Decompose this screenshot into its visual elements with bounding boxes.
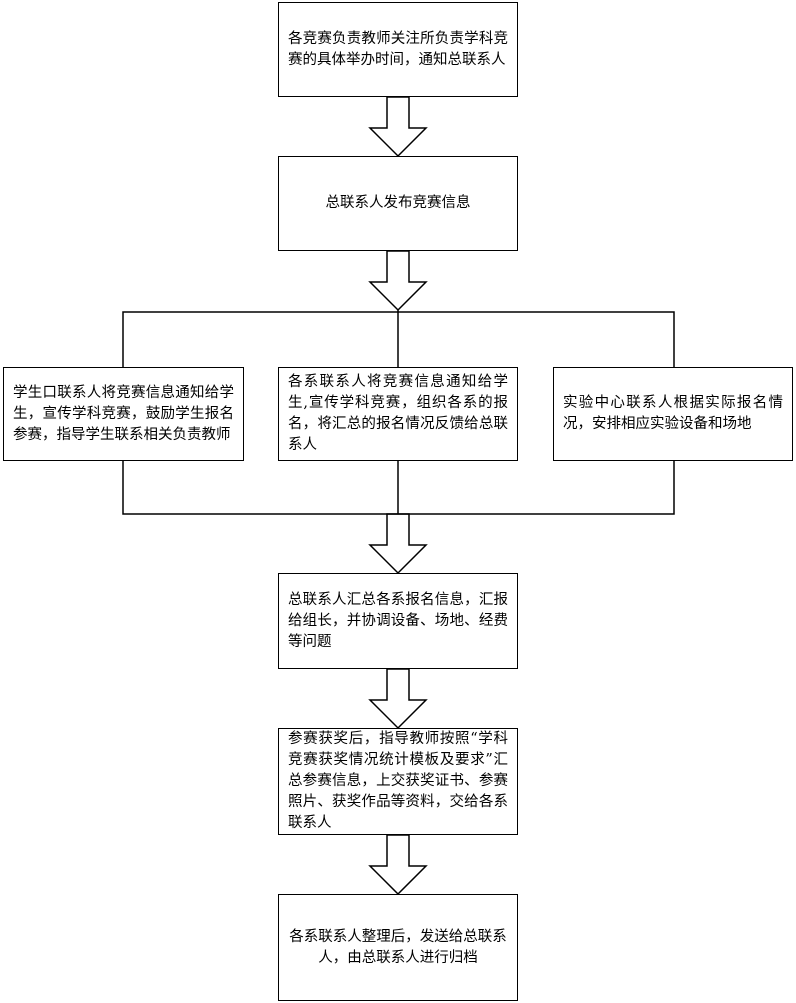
step-archive-text: 各系联系人整理后，发送给总联系人，由总联系人进行归档	[289, 928, 507, 966]
down-arrow-3	[368, 513, 428, 575]
down-arrow-1	[368, 96, 428, 158]
branch-student-contact-text: 学生口联系人将竞赛信息通知给学生，宣传学科竞赛，鼓励学生报名参赛，指导学生联系相…	[13, 384, 234, 443]
step-summarize-box: 总联系人汇总各系报名信息，汇报给组长，并协调设备、场地、经费等问题	[278, 573, 518, 669]
step-notify-box: 各竞赛负责教师关注所负责学科竞赛的具体举办时间，通知总联系人	[278, 2, 518, 97]
branch-student-contact-box: 学生口联系人将竞赛信息通知给学生，宣传学科竞赛，鼓励学生报名参赛，指导学生联系相…	[3, 367, 244, 461]
step-publish-box: 总联系人发布竞赛信息	[278, 156, 518, 251]
branch-lab-contact-text: 实验中心联系人根据实际报名情况，安排相应实验设备和场地	[563, 395, 783, 432]
step-summarize-text: 总联系人汇总各系报名信息，汇报给组长，并协调设备、场地、经费等问题	[288, 591, 508, 650]
step-publish-text: 总联系人发布竞赛信息	[325, 195, 471, 211]
step-award-box: 参赛获奖后，指导教师按照“学科竞赛获奖情况统计模板及要求”汇总参赛信息，上交获奖…	[278, 728, 518, 835]
step-archive-box: 各系联系人整理后，发送给总联系人，由总联系人进行归档	[278, 894, 518, 1001]
branch-lab-contact-box: 实验中心联系人根据实际报名情况，安排相应实验设备和场地	[553, 367, 793, 461]
down-arrow-4	[368, 668, 428, 730]
step-notify-text: 各竞赛负责教师关注所负责学科竞赛的具体举办时间，通知总联系人	[288, 30, 508, 68]
down-arrow-5	[368, 834, 428, 896]
step-award-text: 参赛获奖后，指导教师按照“学科竞赛获奖情况统计模板及要求”汇总参赛信息，上交获奖…	[288, 731, 508, 831]
branch-department-contact-text: 各系联系人将竞赛信息通知给学生,宣传学科竞赛，组织各系的报名，将汇总的报名情况反…	[288, 374, 508, 453]
down-arrow-2	[368, 250, 428, 312]
branch-department-contact-box: 各系联系人将竞赛信息通知给学生,宣传学科竞赛，组织各系的报名，将汇总的报名情况反…	[278, 367, 518, 461]
